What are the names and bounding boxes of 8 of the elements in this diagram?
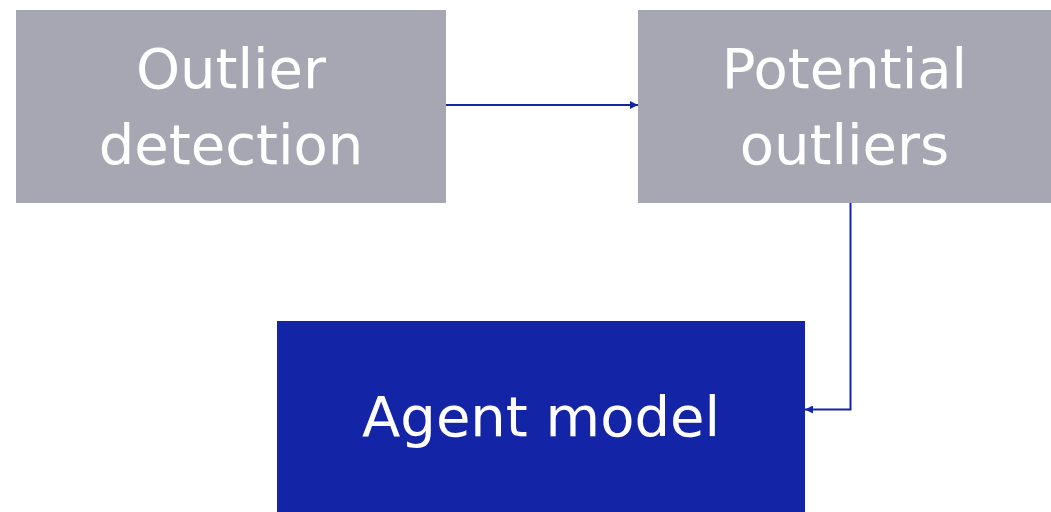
box-label: Outlier detection	[97, 34, 365, 179]
arrow	[445, 101, 639, 109]
process-box	[16, 10, 446, 203]
arrow	[804, 202, 852, 414]
process-box	[638, 10, 1051, 203]
process-box	[277, 321, 805, 512]
box-label: Potential outliers	[720, 34, 969, 179]
box-label: Agent model	[362, 382, 720, 451]
